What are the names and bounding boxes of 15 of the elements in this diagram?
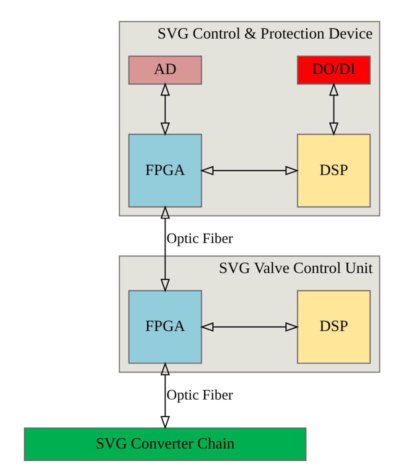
arrow [160, 362, 170, 430]
arrow [200, 166, 298, 176]
arrow [160, 82, 170, 136]
node-box: AD [128, 56, 202, 85]
node-box: DO/DI [296, 56, 370, 85]
node-box: DSP [296, 290, 370, 364]
node-box: FPGA [128, 134, 202, 208]
arrow [328, 82, 338, 136]
node-box: SVG Converter Chain [23, 427, 306, 461]
node-box: FPGA [128, 290, 202, 364]
arrow [200, 322, 298, 332]
arrow [160, 205, 170, 292]
edge-label: Optic Fiber [166, 387, 233, 404]
node-box: DSP [296, 134, 370, 208]
edge-label: Optic Fiber [166, 231, 233, 248]
